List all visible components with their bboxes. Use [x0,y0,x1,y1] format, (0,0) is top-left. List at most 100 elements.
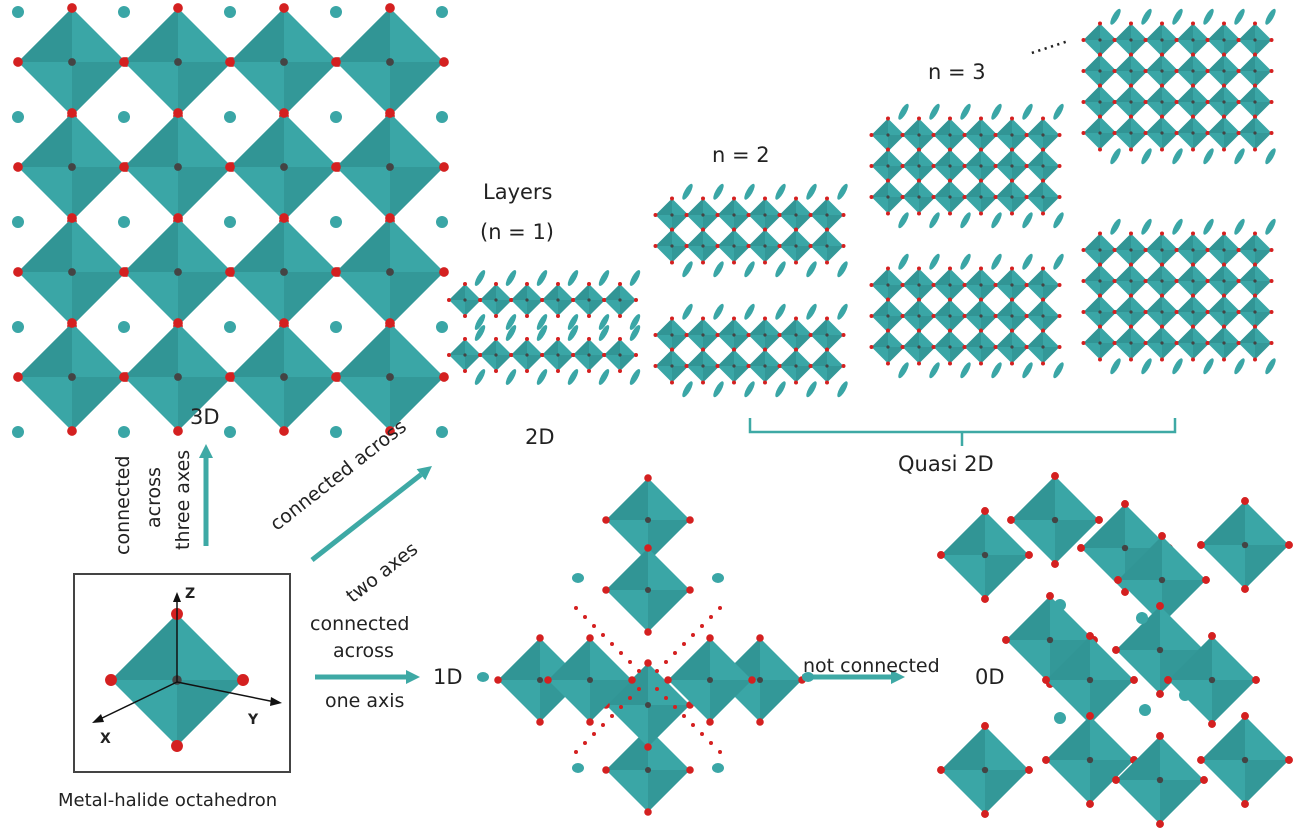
halide-atom [900,164,905,168]
halide-atom [900,195,905,199]
halide-atom [619,651,623,655]
octahedron-shade [1114,295,1131,312]
octahedron-shade [1162,312,1179,329]
halide-atom [447,353,451,357]
halide-atom [525,337,529,341]
octahedron-shade [1193,343,1210,360]
organic-cation [991,253,1002,270]
metal-atom [670,364,674,368]
octahedron-shade [1201,501,1245,545]
halide-atom [171,740,183,752]
octahedron [1205,293,1243,331]
halide-atom [1077,544,1085,552]
halide-atom [931,133,936,137]
organic-cation [682,261,693,278]
octahedron [931,297,969,335]
metal-atom [386,58,394,66]
halide-atom [1129,114,1133,119]
halide-atom [610,642,614,646]
halide-atom [1236,69,1241,73]
octahedron-shade [1160,780,1204,824]
halide-atom [869,164,874,168]
metal-atom [732,364,736,368]
halide-atom [763,227,767,232]
octahedron-shade [1046,636,1090,680]
halide-atom [777,213,782,217]
organic-cation [1172,218,1183,235]
octahedron-shade [1055,520,1099,564]
octahedron-shade [648,705,690,747]
metal-atom [1129,310,1133,314]
metal-atom [979,195,983,199]
organic-cation [837,381,848,398]
halide-atom [1160,262,1164,267]
organic-cation [1141,358,1152,375]
octahedron-shade [1224,40,1241,57]
organic-cation [598,270,610,286]
label-1d: 1D [433,665,463,689]
halide-atom [1208,632,1216,640]
halide-atom [637,669,641,673]
metal-atom [948,283,952,287]
halide-atom [1174,100,1179,104]
octahedron [571,337,607,373]
octahedron [869,328,907,366]
octahedron [602,337,638,373]
halide-atom [439,267,449,277]
halide-atom [1205,131,1210,135]
octahedron-shade [1116,736,1160,780]
octahedron-shade [1131,40,1148,57]
octahedron [653,227,691,265]
halide-atom [119,162,129,172]
organic-cation [474,325,486,341]
halide-atom [1098,114,1102,119]
halide-atom [1057,164,1062,168]
octahedron-shade [888,135,905,152]
halide-atom [1098,324,1102,329]
halide-atom [1057,314,1062,318]
metal-atom [1160,248,1164,252]
halide-atom [1269,310,1274,314]
octahedron [993,297,1031,335]
octahedron-shade [1131,312,1148,329]
octahedron [684,316,722,354]
octahedron-shade [1145,233,1162,250]
octahedron-shade [1176,54,1193,71]
octahedron-shade [902,118,919,135]
metal-atom [794,364,798,368]
halide-atom [701,347,705,352]
halide-atom [1236,248,1241,252]
octahedron-shade [480,284,496,300]
halide-atom [1191,114,1195,119]
octahedron-shade [964,149,981,166]
halide-atom [1160,21,1164,26]
halide-atom [1010,211,1014,216]
halide-atom [385,213,395,223]
octahedron-shade [124,8,178,62]
octahedron-shade [606,728,648,770]
halide-atom [917,297,921,302]
octahedron [1081,293,1119,331]
halide-atom [1081,69,1086,73]
halide-atom [691,723,695,727]
halide-atom [331,57,341,67]
octahedron-shade [941,726,985,770]
metal-atom [979,345,983,349]
halide-atom [1205,310,1210,314]
halide-atom [993,133,998,137]
octahedron [993,147,1031,185]
halide-atom [540,298,544,302]
halide-atom [701,380,705,385]
octahedron-shade [919,316,936,333]
octahedron-shade [1043,197,1060,214]
octahedron-shade [1026,299,1043,316]
organic-cation [629,325,641,341]
halide-atom [684,213,689,217]
organic-cation [1234,8,1245,25]
metal-atom [1010,283,1014,287]
halide-atom [732,316,736,321]
organic-cation [505,325,517,341]
halide-atom [1057,133,1062,137]
organic-cation [629,314,641,330]
halide-atom [1112,100,1117,104]
